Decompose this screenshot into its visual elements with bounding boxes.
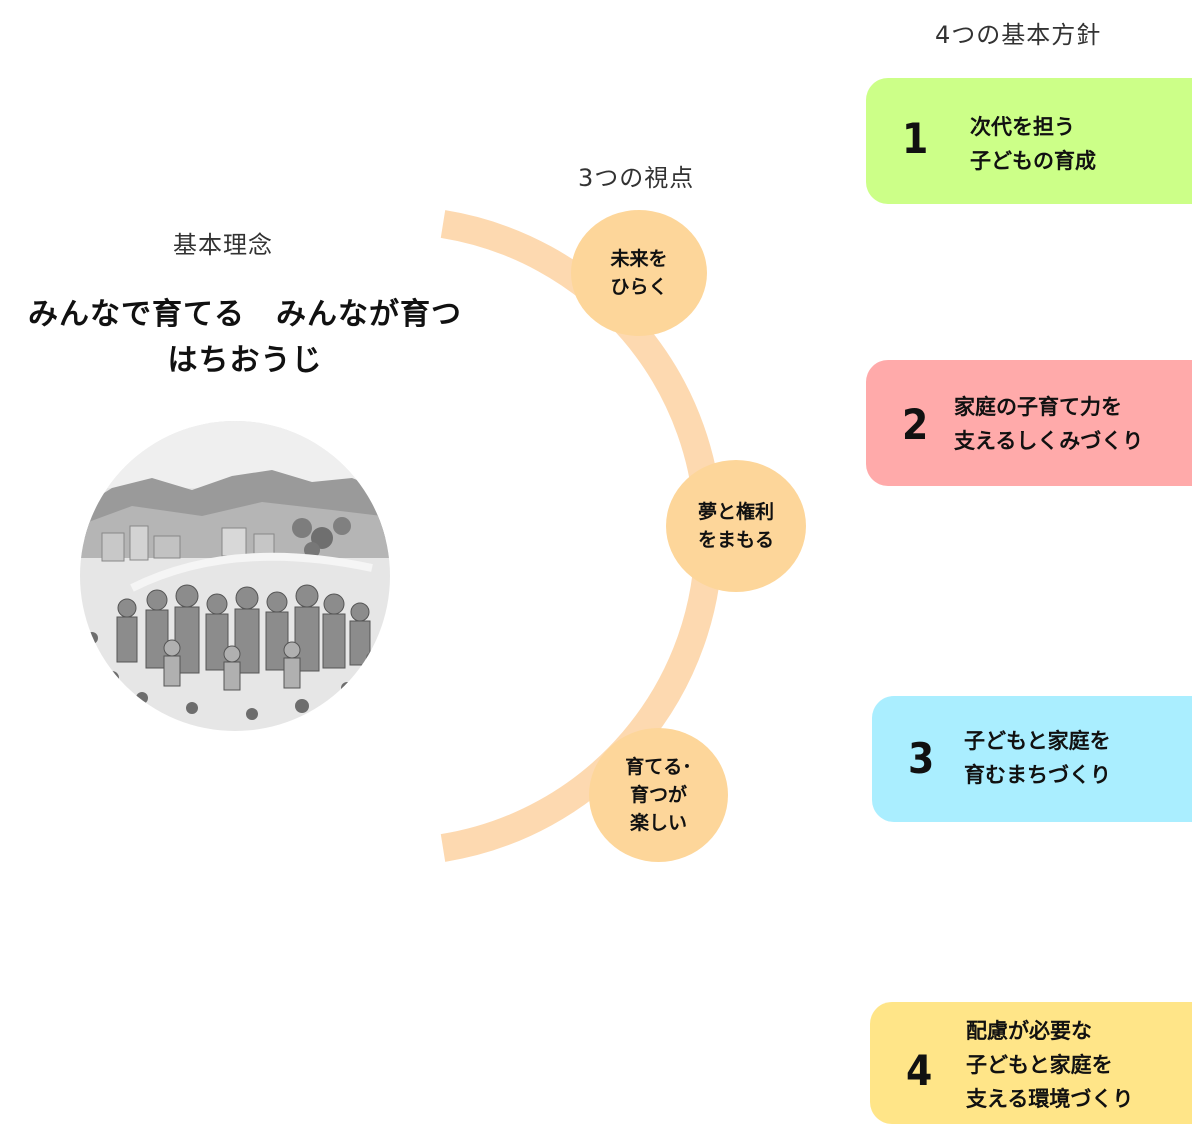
- policy-2-text: 家庭の子育て力を 支えるしくみづくり: [954, 390, 1143, 458]
- viewpoint-2-line-2: をまもる: [697, 529, 774, 551]
- town-illustration-icon: [80, 421, 390, 731]
- viewpoint-1-line-1: 未来を: [610, 248, 668, 270]
- policy-4-line-3: 支える環境づくり: [966, 1087, 1134, 1111]
- policy-box-4: 4 配慮が必要な 子どもと家庭を 支える環境づくり: [870, 1002, 1192, 1124]
- viewpoint-1-line-2: ひらく: [610, 276, 668, 298]
- viewpoint-2-line-1: 夢と権利: [697, 501, 774, 523]
- philosophy-line-1: みんなで育てる みんなが育つ: [28, 297, 462, 332]
- viewpoint-1: 未来を ひらく: [571, 210, 707, 336]
- policy-1-text: 次代を担う 子どもの育成: [970, 110, 1096, 178]
- policy-3-number: 3: [908, 734, 935, 783]
- policy-3-line-1: 子どもと家庭を: [964, 729, 1111, 753]
- viewpoint-3-line-1: 育てる･: [625, 756, 692, 778]
- policy-2-line-2: 支えるしくみづくり: [954, 429, 1144, 453]
- policy-1-number: 1: [902, 114, 929, 163]
- viewpoints-heading: 3つの視点: [578, 164, 695, 192]
- policy-3-line-2: 育むまちづくり: [964, 763, 1111, 787]
- viewpoint-2: 夢と権利 をまもる: [666, 460, 806, 592]
- viewpoint-3: 育てる･ 育つが 楽しい: [589, 728, 728, 862]
- policy-4-text: 配慮が必要な 子どもと家庭を 支える環境づくり: [966, 1014, 1133, 1116]
- philosophy-statement: みんなで育てる みんなが育つ はちおうじ: [0, 292, 490, 384]
- policy-3-text: 子どもと家庭を 育むまちづくり: [964, 724, 1111, 792]
- policy-4-number: 4: [906, 1046, 933, 1095]
- policies-heading: 4つの基本方針: [935, 21, 1102, 49]
- policy-4-line-2: 子どもと家庭を: [966, 1053, 1113, 1077]
- policy-box-3: 3 子どもと家庭を 育むまちづくり: [872, 696, 1192, 822]
- viewpoint-3-line-2: 育つが: [629, 784, 687, 806]
- policy-4-line-1: 配慮が必要な: [966, 1019, 1092, 1043]
- philosophy-line-2: はちおうじ: [167, 343, 323, 378]
- philosophy-heading: 基本理念: [173, 231, 273, 259]
- viewpoint-3-line-3: 楽しい: [629, 812, 687, 834]
- policy-2-line-1: 家庭の子育て力を: [954, 395, 1122, 419]
- policy-1-line-1: 次代を担う: [970, 115, 1075, 139]
- policy-1-line-2: 子どもの育成: [970, 149, 1096, 173]
- policy-2-number: 2: [902, 400, 929, 449]
- policy-box-2: 2 家庭の子育て力を 支えるしくみづくり: [866, 360, 1192, 486]
- policy-box-1: 1 次代を担う 子どもの育成: [866, 78, 1192, 204]
